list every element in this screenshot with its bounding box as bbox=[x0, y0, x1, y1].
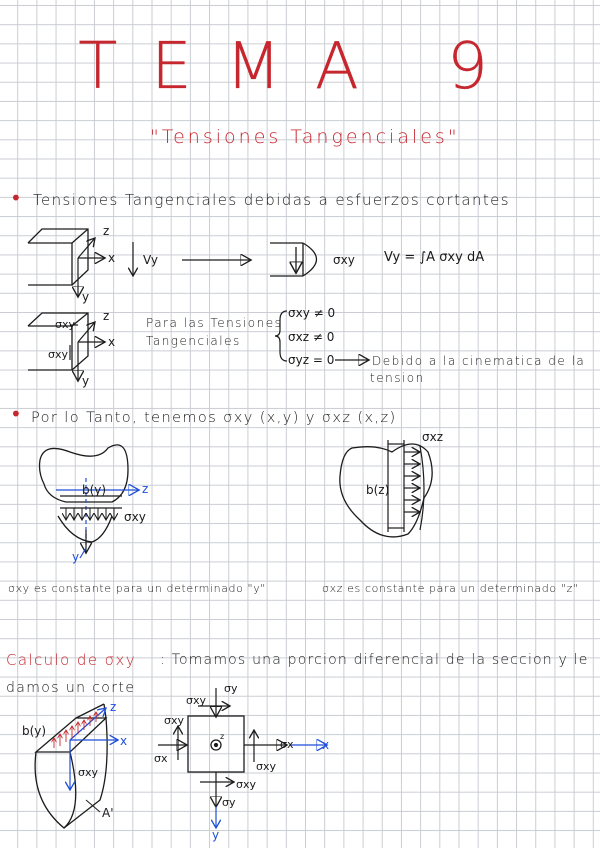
axes-1 bbox=[78, 238, 104, 296]
section1-heading: Tensiones Tangenciales debidas a esfuerz… bbox=[33, 191, 510, 209]
left-section-axes bbox=[56, 478, 138, 559]
axis-z-2: z bbox=[103, 309, 110, 323]
box-sigma-xy: σxy bbox=[55, 318, 75, 331]
a-prime-leader bbox=[85, 799, 101, 813]
brace bbox=[274, 310, 288, 362]
page-title: TEMA 9 bbox=[78, 30, 522, 104]
para-line-2: Tangenciales bbox=[146, 334, 241, 348]
right-caption: σxz es constante para un determinado "z" bbox=[322, 582, 579, 595]
el-z-label: z bbox=[220, 732, 225, 741]
prism-sigma-label: σxy bbox=[78, 766, 98, 779]
integral-formula: Vy = ∫A σxy dA bbox=[384, 250, 485, 265]
vy-label: Vy bbox=[143, 253, 158, 267]
left-shear-arrows bbox=[66, 508, 114, 520]
right-sigma-label: σxz bbox=[422, 430, 444, 444]
right-b-label: b(z) bbox=[366, 483, 390, 497]
bullet-1: • bbox=[10, 186, 22, 210]
el-sigma-xy-bottom: σxy bbox=[236, 778, 256, 791]
axis-z-1: z bbox=[103, 224, 110, 238]
el-sigma-xy-left: σxy bbox=[164, 714, 184, 727]
beam-box-1 bbox=[27, 228, 89, 286]
left-z-label: z bbox=[142, 482, 149, 496]
section-diagram bbox=[270, 242, 318, 277]
section3-heading-rest: : Tomamos una porcion diferencial de la … bbox=[160, 652, 589, 668]
bullet-2: • bbox=[10, 402, 22, 426]
el-x-label: x bbox=[322, 738, 330, 752]
para-line-1: Para las Tensiones bbox=[146, 316, 283, 330]
condition-1: σxy ≠ 0 bbox=[288, 306, 336, 320]
box-sigma-xz: σxy bbox=[48, 348, 68, 361]
el-sigma-x-left: σx bbox=[154, 752, 168, 765]
condition-2: σxz ≠ 0 bbox=[288, 330, 335, 344]
prism-axes bbox=[70, 708, 118, 790]
prism-x-label: x bbox=[120, 734, 128, 748]
el-sigma-xy-top: σxy bbox=[186, 694, 206, 707]
el-sigma-x-right: σx bbox=[280, 738, 294, 751]
left-b-label: b(y) bbox=[82, 483, 107, 497]
condition-3: σyz = 0 bbox=[288, 353, 335, 367]
sigma-xy-label: σxy bbox=[333, 253, 355, 267]
page-subtitle: "Tensiones Tangenciales" bbox=[150, 126, 460, 148]
element-arrows bbox=[158, 688, 326, 828]
condition-3-note-2: tension bbox=[370, 371, 425, 385]
left-sigma-label: σxy bbox=[124, 510, 146, 524]
element-square bbox=[187, 715, 245, 773]
el-sigma-xy-right: σxy bbox=[256, 760, 276, 773]
section3-line2: damos un corte bbox=[6, 680, 136, 696]
left-y-label: y bbox=[72, 550, 80, 564]
axis-y-1: y bbox=[82, 290, 90, 304]
cut-prism bbox=[34, 703, 108, 829]
el-sigma-y-bottom: σy bbox=[222, 796, 236, 809]
prism-red-arrows bbox=[54, 712, 96, 748]
el-sigma-y-top: σy bbox=[224, 682, 238, 695]
left-caption: σxy es constante para un determinado "y" bbox=[8, 582, 266, 595]
beam-box-2 bbox=[27, 312, 89, 371]
prism-z-label: z bbox=[110, 700, 117, 714]
axis-x-1: x bbox=[108, 251, 116, 265]
a-prime-label: A' bbox=[102, 806, 114, 820]
el-y-label: y bbox=[212, 828, 220, 842]
left-section-shape bbox=[38, 444, 129, 543]
section2-heading: Por lo Tanto, tenemos σxy (x,y) y σxz (x… bbox=[31, 410, 397, 426]
section3-heading-red: Calculo de σxy bbox=[6, 651, 137, 669]
axis-y-2: y bbox=[82, 374, 90, 388]
condition-3-note-1: Debido a la cinematica de la bbox=[372, 354, 586, 368]
right-section-axes bbox=[387, 440, 425, 532]
axis-x-2: x bbox=[108, 335, 116, 349]
prism-by-label: b(y) bbox=[22, 724, 47, 738]
right-section-shape bbox=[339, 443, 433, 538]
axes-2 bbox=[69, 322, 104, 380]
